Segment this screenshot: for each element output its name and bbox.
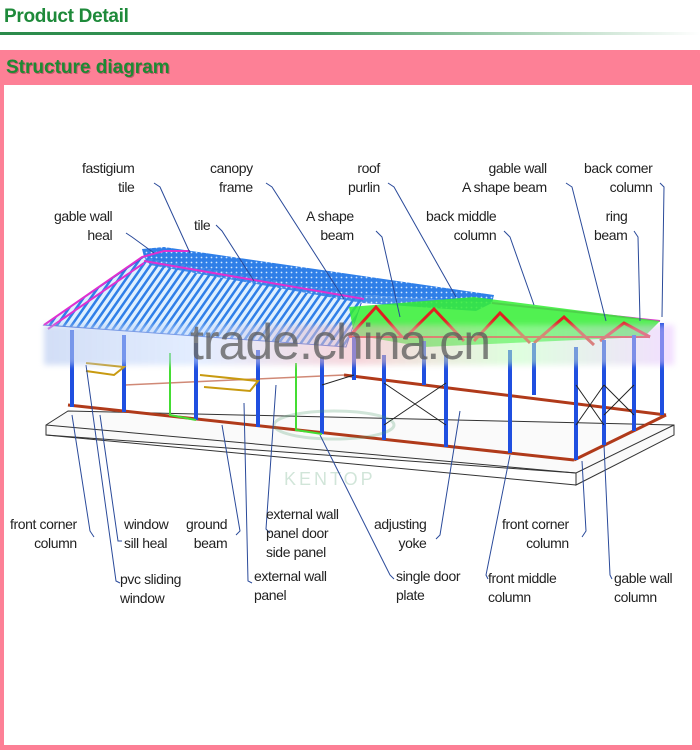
fastigium-tile [142, 247, 494, 303]
svg-text:KENTOP: KENTOP [284, 469, 376, 489]
page-title: Product Detail [4, 6, 129, 27]
adjusting-yoke [321, 374, 635, 426]
label-tile: tile [194, 217, 211, 233]
structure-diagram-panel: Structure diagram [0, 50, 700, 750]
diagram-canvas: KENTOP [4, 85, 692, 745]
pvc-sliding-window [85, 362, 260, 393]
single-door-plate [169, 353, 323, 435]
foundation-slab [45, 410, 675, 486]
watermark-text: trade.china.cn [190, 314, 491, 370]
label-external-wall-panel-door-side-panel: external wall panel door side panel [266, 506, 339, 560]
leader-lines [71, 182, 665, 584]
watermark-band [44, 325, 674, 365]
logo-watermark: KENTOP [272, 409, 396, 489]
section-title: Structure diagram [6, 57, 170, 78]
watermark: trade.china.cn [4, 314, 692, 375]
title-divider [0, 32, 700, 35]
